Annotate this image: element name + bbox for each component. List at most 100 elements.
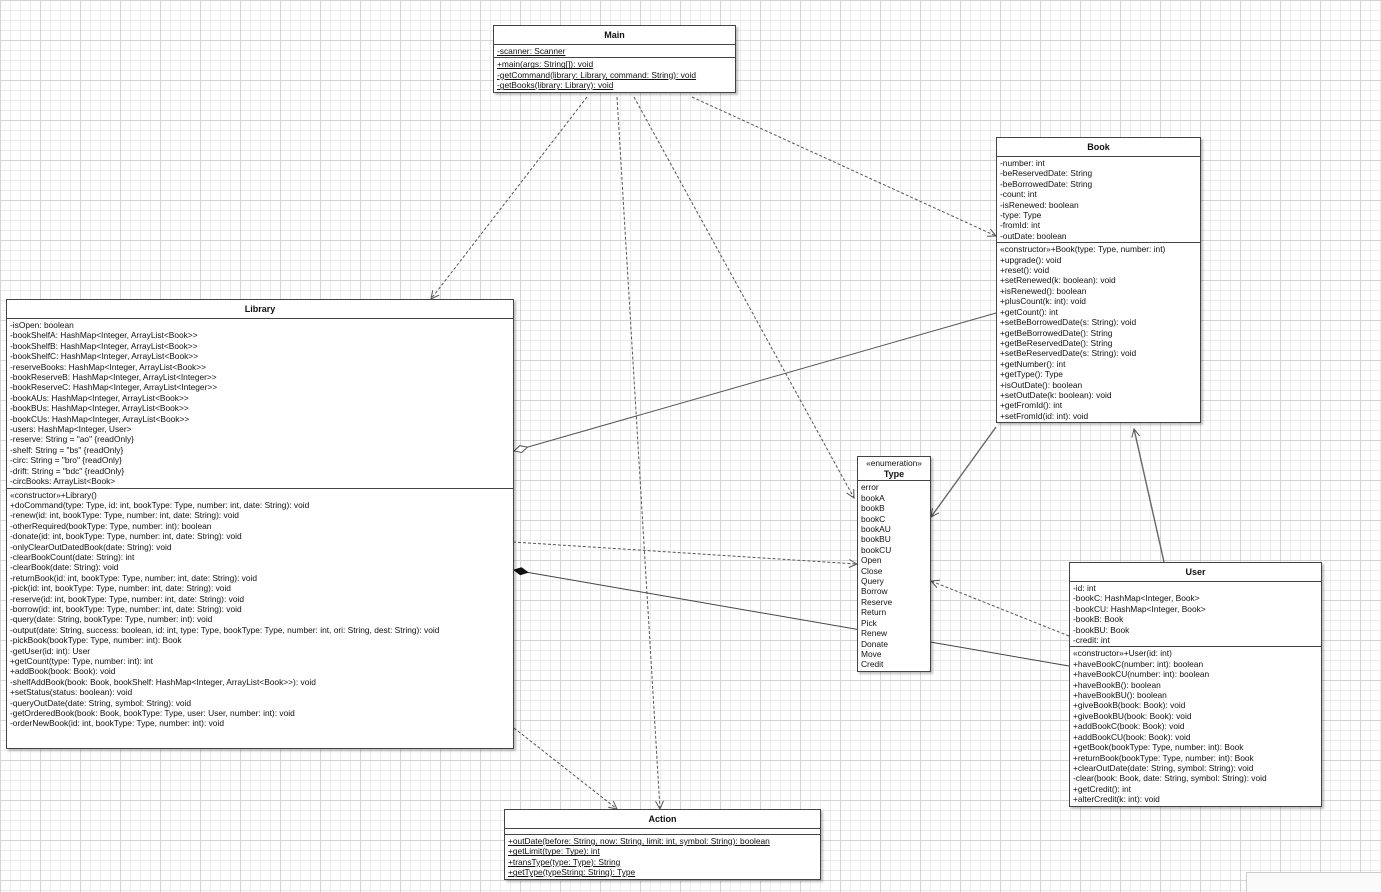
class-main[interactable]: Main -scanner: Scanner +main(args: Strin…: [493, 25, 736, 93]
member-line: bookBU: [861, 534, 891, 545]
member-line: Renew: [861, 628, 888, 639]
class-name: Action: [505, 810, 820, 829]
member-line: Close: [861, 565, 883, 576]
member-line: +returnBook(bookType: Type, number: int)…: [1073, 752, 1254, 763]
member-line: -bookReserveC: HashMap<Integer, ArrayLis…: [10, 382, 218, 393]
member-line: -credit: int: [1073, 635, 1110, 646]
operations-section: «constructor»+Library()+doCommand(type: …: [7, 489, 513, 730]
association-user-book: [1134, 429, 1165, 563]
class-user[interactable]: User -id: int-bookC: HashMap<Integer, Bo…: [1069, 562, 1322, 807]
member-line: +haveBookBU(): boolean: [1073, 690, 1167, 701]
member-line: -fromId: int: [1000, 220, 1041, 231]
member-line: +outDate(before: String, now: String, li…: [508, 836, 770, 846]
member-line: Return: [861, 607, 887, 618]
member-line: +getBeReservedDate(): String: [1000, 337, 1113, 348]
member-line: -users: HashMap<Integer, User>: [10, 424, 132, 435]
class-name: Type: [883, 469, 905, 479]
operations-section: +outDate(before: String, now: String, li…: [505, 835, 820, 879]
member-line: -drift: String = "bdc" {readOnly}: [10, 465, 125, 476]
member-line: -donate(id: int, bookType: Type, number:…: [10, 531, 242, 542]
member-line: -orderNewBook(id: int, bookType: Type, n…: [10, 718, 224, 729]
association-book-type: [931, 426, 997, 517]
member-line: +getFromId(): int: [1000, 400, 1063, 411]
member-line: «constructor»+Book(type: Type, number: i…: [1000, 244, 1166, 255]
member-line: +plusCount(k: int): void: [1000, 296, 1086, 307]
member-line: +getBook(bookType: Type, number: int): B…: [1073, 742, 1244, 753]
member-line: -shelf: String = "bs" {readOnly}: [10, 444, 124, 455]
member-line: +alterCredit(k: int): void: [1073, 794, 1160, 805]
member-line: +setBeBorrowedDate(s: String): void: [1000, 317, 1137, 328]
member-line: -bookC: HashMap<Integer, Book>: [1073, 593, 1200, 604]
attributes-section: -number: int-beReservedDate: String-beBo…: [997, 157, 1200, 244]
member-line: Open: [861, 555, 882, 566]
member-line: bookA: [861, 492, 885, 503]
class-name: Library: [7, 300, 513, 319]
member-line: -id: int: [1073, 583, 1096, 593]
member-line: +haveBookB(): boolean: [1073, 679, 1161, 690]
member-line: -outDate: boolean: [1000, 230, 1067, 241]
member-line: -type: Type: [1000, 210, 1042, 221]
member-line: -number: int: [1000, 158, 1045, 168]
class-action[interactable]: Action +outDate(before: String, now: Str…: [504, 809, 821, 880]
member-line: -query(date: String, bookType: Type, num…: [10, 614, 213, 625]
member-line: -shelfAddBook(book: Book, bookShelf: Has…: [10, 676, 316, 687]
member-line: Reserve: [861, 596, 893, 607]
member-line: +giveBookB(book: Book): void: [1073, 700, 1186, 711]
member-line: +setRenewed(k: boolean): void: [1000, 275, 1116, 286]
member-line: +getLimit(type: Type): int: [508, 846, 600, 857]
member-line: -scanner: Scanner: [497, 46, 566, 56]
member-line: +transType(type: Type): String: [508, 856, 621, 867]
member-line: -onlyClearOutDatedBook(date: String): vo…: [10, 541, 172, 552]
member-line: -bookCU: HashMap<Integer, Book>: [1073, 603, 1206, 614]
member-line: +getType(typeString: String): Type: [508, 867, 636, 878]
member-line: error: [861, 482, 879, 493]
member-line: +setStatus(status: boolean): void: [10, 687, 133, 698]
member-line: +clearOutDate(date: String, symbol: Stri…: [1073, 762, 1254, 773]
member-line: «constructor»+Library(): [10, 489, 97, 500]
class-name: Main: [494, 26, 735, 45]
member-line: +getNumber(): int: [1000, 358, 1066, 369]
member-line: bookCU: [861, 544, 892, 555]
class-library[interactable]: Library -isOpen: boolean-bookShelfA: Has…: [6, 299, 514, 749]
member-line: -isOpen: boolean: [10, 320, 74, 330]
member-line: +getType(): Type: [1000, 369, 1063, 380]
member-line: +reset(): void: [1000, 265, 1050, 276]
member-line: Borrow: [861, 586, 888, 597]
member-line: -reserveBooks: HashMap<Integer, ArrayLis…: [10, 361, 206, 372]
member-line: +isOutDate(): boolean: [1000, 379, 1083, 390]
member-line: +setOutDate(k: boolean): void: [1000, 389, 1112, 400]
member-line: -clearBook(date: String): void: [10, 562, 119, 573]
dependency-main-action: [616, 96, 660, 809]
dependency-main-library: [431, 96, 588, 299]
member-line: -isRenewed: boolean: [1000, 199, 1079, 210]
member-line: +addBookCU(book: Book): void: [1073, 731, 1191, 742]
member-line: +main(args: String[]): void: [497, 59, 594, 70]
class-book[interactable]: Book -number: int-beReservedDate: String…: [996, 137, 1201, 424]
member-line: -beBorrowedDate: String: [1000, 178, 1093, 189]
operations-section: «constructor»+Book(type: Type, number: i…: [997, 243, 1200, 422]
member-line: +haveBookC(number: int): boolean: [1073, 658, 1204, 669]
member-line: -returnBook(id: int, bookType: Type, num…: [10, 572, 258, 583]
member-line: -reserve(id: int, bookType: Type, number…: [10, 593, 244, 604]
dependency-main-type: [633, 96, 854, 498]
member-line: -clearBookCount(date: String): int: [10, 551, 135, 562]
member-line: «constructor»+User(id: int): [1073, 648, 1172, 659]
attributes-section: -id: int-bookC: HashMap<Integer, Book>-b…: [1070, 582, 1321, 648]
operations-section: «constructor»+User(id: int)+haveBookC(nu…: [1070, 647, 1321, 805]
member-line: -output(date: String, success: boolean, …: [10, 624, 440, 635]
member-line: +haveBookCU(number: int): boolean: [1073, 669, 1210, 680]
member-line: -borrow(id: int, bookType: Type, number:…: [10, 603, 242, 614]
member-line: -bookCUs: HashMap<Integer, ArrayList<Boo…: [10, 413, 190, 424]
member-line: -pickBook(bookType: Type, number: int): …: [10, 635, 182, 646]
member-line: -bookAUs: HashMap<Integer, ArrayList<Boo…: [10, 392, 189, 403]
member-line: -getCommand(library: Library, command: S…: [497, 69, 697, 80]
composition-user-library: [514, 570, 1070, 667]
member-line: -bookBUs: HashMap<Integer, ArrayList<Boo…: [10, 403, 189, 414]
dependency-library-type: [512, 541, 857, 564]
member-line: Pick: [861, 617, 877, 628]
member-line: -bookBU: Book: [1073, 624, 1130, 635]
aggregation-book-library: [514, 312, 997, 451]
member-line: +getCredit(): int: [1073, 783, 1131, 794]
